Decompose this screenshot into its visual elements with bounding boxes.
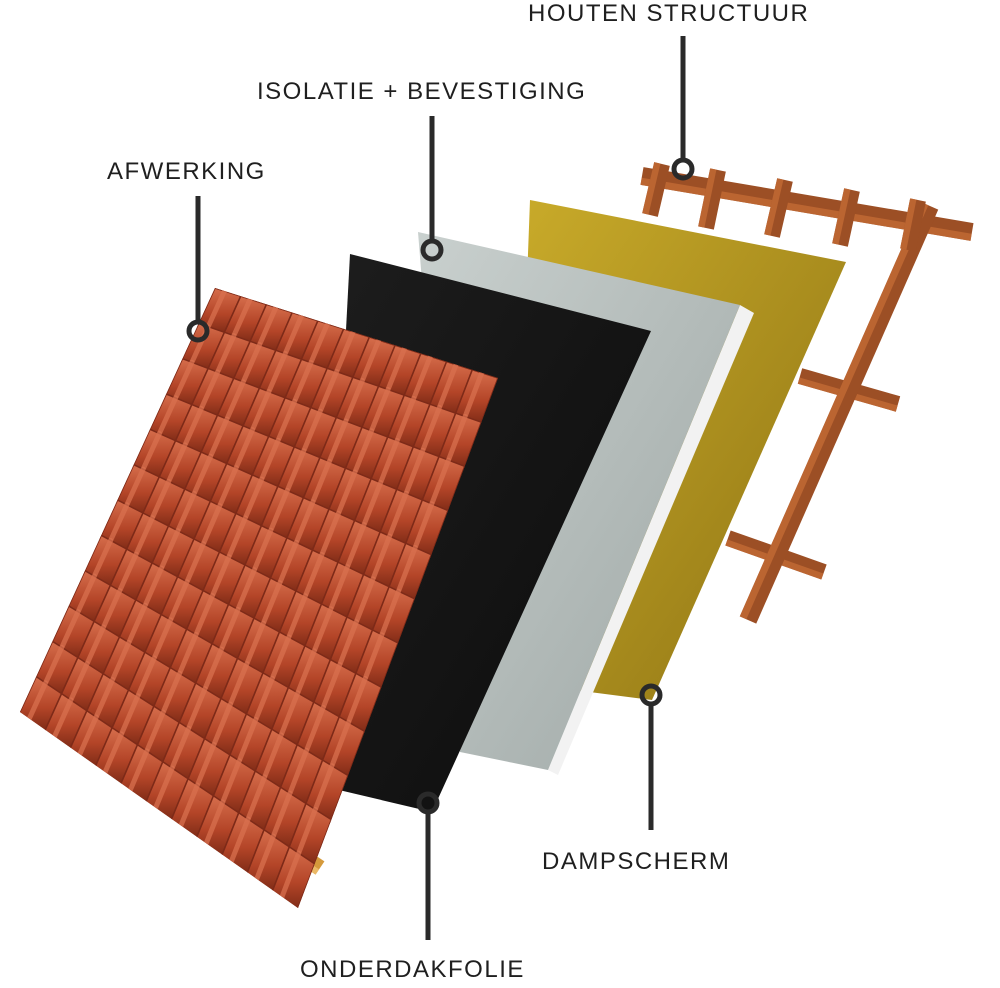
timber-marker: [671, 157, 695, 181]
timber-frame: [640, 162, 974, 624]
callout-lines: [186, 36, 695, 940]
label-onderdakfolie: ONDERDAKFOLIE: [300, 956, 525, 983]
roof-tiles-layer: [20, 288, 498, 908]
timber-stud: [764, 178, 793, 238]
vapour-marker: [639, 683, 663, 707]
timber-stud: [642, 162, 670, 217]
roof-tile: [270, 845, 316, 908]
label-isolatie-bevestiging: ISOLATIE + BEVESTIGING: [257, 78, 587, 105]
timber-rafter: [739, 202, 939, 624]
membrane-marker: [416, 791, 440, 815]
tiles-marker: [186, 319, 210, 343]
insulation-marker: [420, 238, 444, 262]
timber-stud: [698, 168, 726, 230]
label-houten-structuur: HOUTEN STRUCTUUR: [528, 0, 810, 27]
timber-stud: [832, 188, 860, 247]
timber-top-rail: [640, 167, 974, 241]
insulation-edge: [548, 305, 754, 775]
label-afwerking: AFWERKING: [107, 158, 266, 185]
label-dampscherm: DAMPSCHERM: [542, 848, 731, 875]
timber-stud: [900, 198, 926, 252]
